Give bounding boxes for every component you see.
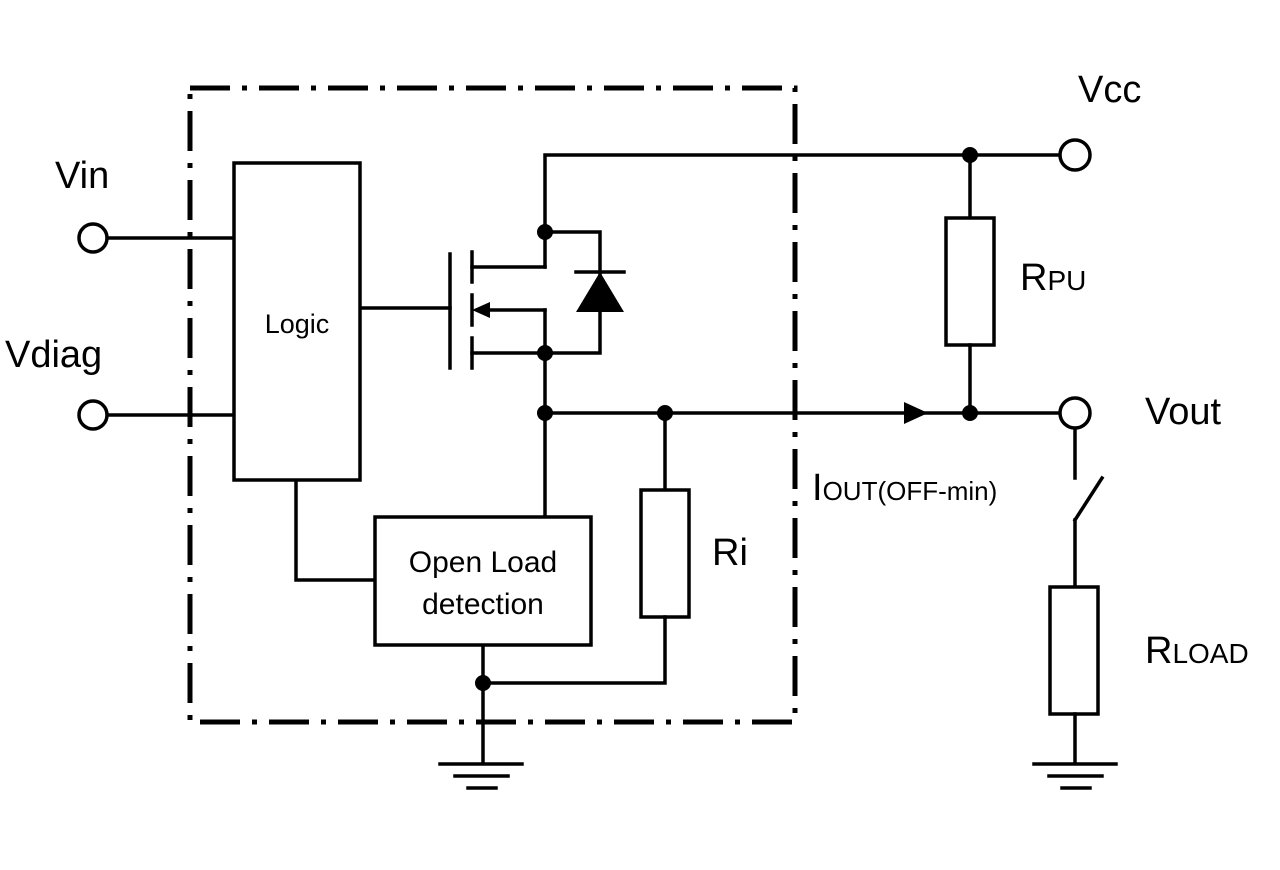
vcc-label: Vcc [1078,69,1141,111]
rpu-label: RPU [1020,257,1086,299]
chip-boundary [187,85,798,725]
vdiag-label: Vdiag [5,334,102,376]
load-switch [1072,424,1105,589]
open-load-label-line2: detection [422,588,544,621]
ri-label: Ri [712,532,748,574]
logic-block [232,161,362,482]
rpu-resistor [944,153,996,415]
open-load-label-line1: Open Load [409,546,557,579]
logic-label: Logic [265,309,330,339]
rload-label: RLOAD [1145,630,1249,672]
ri-resistor [481,411,691,685]
ground-symbol-load [1032,762,1118,790]
vcc-terminal [1058,138,1092,172]
vout-terminal [1058,396,1092,430]
junction-dots [475,147,978,691]
ground-symbol-internal [438,643,524,790]
vin-terminal [77,222,109,254]
power-mosfet [448,250,547,370]
vout-label: Vout [1145,391,1222,433]
logic-to-detection-wire [294,478,377,582]
body-diode [543,230,626,355]
iout-label: IOUT(OFF-min) [812,467,997,509]
current-arrow [904,402,928,424]
rload-resistor [1048,585,1100,764]
vin-label: Vin [55,155,109,197]
vdiag-terminal [77,399,109,431]
open-load-detection-block [373,515,593,647]
